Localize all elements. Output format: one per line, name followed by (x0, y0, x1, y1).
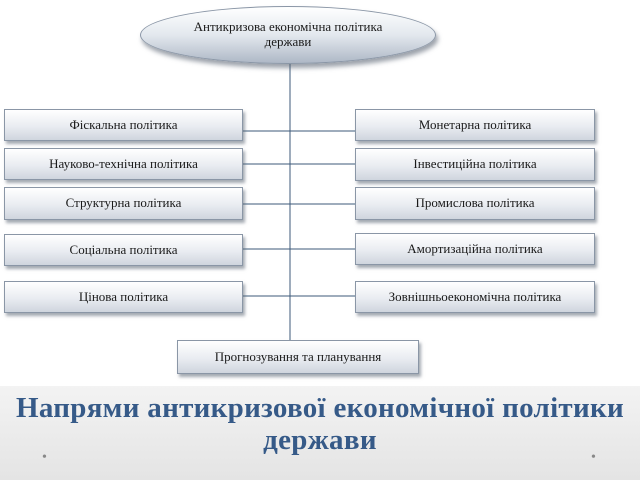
node-monetary-policy: Монетарна політика (355, 109, 595, 141)
node-label: Монетарна політика (418, 116, 532, 132)
node-label: Цінова політика (78, 288, 169, 304)
node-structural-policy: Структурна політика (4, 187, 243, 220)
node-label: Науково-технічна політика (49, 155, 198, 171)
node-label: Зовнішньоекономічна політика (388, 288, 562, 304)
node-industrial-policy: Промислова політика (355, 187, 595, 220)
node-label: Структурна політика (65, 195, 182, 211)
node-label: Соціальна політика (69, 241, 178, 257)
node-investment-policy: Інвестиційна політика (355, 148, 595, 181)
node-fiscal-policy: Фіскальна політика (4, 109, 243, 141)
bullet-right: • (591, 450, 596, 465)
node-label: Промислова політика (415, 195, 535, 211)
slide-title: Напрями антикризової економічної політик… (15, 392, 625, 456)
root-node-label: Антикризова економічна політика держави (193, 19, 383, 49)
title-bar (0, 386, 640, 480)
node-sci-tech-policy: Науково-технічна політика (4, 148, 243, 180)
node-label: Інвестиційна політика (413, 156, 537, 172)
node-label: Амортизаційна політика (407, 240, 543, 256)
node-foreign-economic-policy: Зовнішньоекономічна політика (355, 281, 595, 313)
root-node: Антикризова економічна політика держави (140, 6, 436, 64)
node-label: Фіскальна політика (69, 116, 178, 132)
node-price-policy: Цінова політика (4, 281, 243, 313)
node-social-policy: Соціальна політика (4, 234, 243, 266)
node-depreciation-policy: Амортизаційна політика (355, 233, 595, 265)
node-label: Прогнозування та планування (214, 348, 382, 364)
node-forecasting-planning: Прогнозування та планування (177, 340, 419, 374)
bullet-left: • (42, 450, 47, 465)
